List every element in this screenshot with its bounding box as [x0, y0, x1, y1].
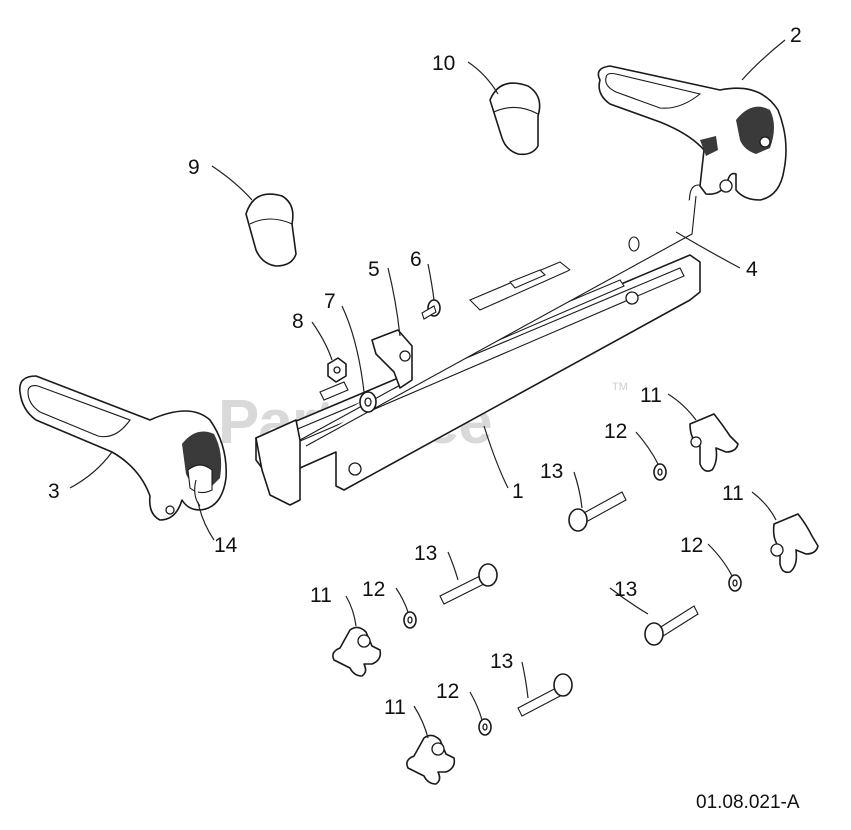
part-13-bolt-b [439, 563, 498, 605]
callout-12a: 12 [604, 420, 627, 443]
callout-12d: 12 [436, 680, 459, 703]
watermark-tm: TM [612, 381, 628, 393]
callout-2: 2 [790, 24, 802, 47]
part-12-washer-b [728, 574, 742, 592]
callout-8: 8 [292, 310, 304, 333]
part-12-washer-c [403, 611, 417, 629]
part-12-washer-d [478, 718, 492, 736]
leader-lines [69, 39, 786, 739]
callout-5: 5 [368, 258, 380, 281]
callout-7: 7 [324, 290, 336, 313]
callout-9: 9 [188, 156, 200, 179]
part-11-knob-c [332, 626, 382, 677]
part-11-knob-b [770, 513, 819, 574]
callout-12c: 12 [362, 578, 385, 601]
part-11-knob-d [406, 734, 456, 785]
part-5-bracket [319, 329, 413, 401]
part-3-handle [19, 375, 227, 521]
part-8-nut [327, 357, 347, 383]
callout-12b: 12 [680, 534, 703, 557]
callout-11d: 11 [384, 696, 406, 719]
callout-10: 10 [432, 52, 455, 75]
callout-4: 4 [746, 258, 758, 281]
part-9-knob [245, 193, 297, 267]
part-13-bolt-a [568, 491, 627, 532]
part-12-washer-a [653, 463, 667, 481]
callout-13d: 13 [490, 650, 513, 673]
part-7-bushing [359, 391, 377, 413]
part-11-knob-a [689, 413, 739, 472]
doc-reference: 01.08.021-A [696, 792, 800, 813]
callout-11a: 11 [640, 384, 662, 407]
part-13-bolt-d [517, 673, 573, 717]
callout-3: 3 [48, 480, 60, 503]
part-13-bolt-c [644, 605, 699, 646]
callout-13c: 13 [614, 578, 637, 601]
callout-14: 14 [214, 534, 238, 557]
callout-1: 1 [512, 480, 524, 503]
part-2-handle [597, 65, 787, 201]
callouts: 2 10 9 4 5 6 7 8 3 1 14 11 12 13 11 12 1… [48, 24, 802, 719]
callout-13a: 13 [540, 460, 563, 483]
part-6-bolt [421, 299, 441, 320]
callout-13b: 13 [414, 542, 437, 565]
callout-11c: 11 [310, 584, 332, 607]
callout-11b: 11 [722, 482, 744, 505]
part-1-frame [255, 254, 701, 506]
part-10-knob [489, 82, 541, 156]
callout-6: 6 [410, 248, 422, 271]
